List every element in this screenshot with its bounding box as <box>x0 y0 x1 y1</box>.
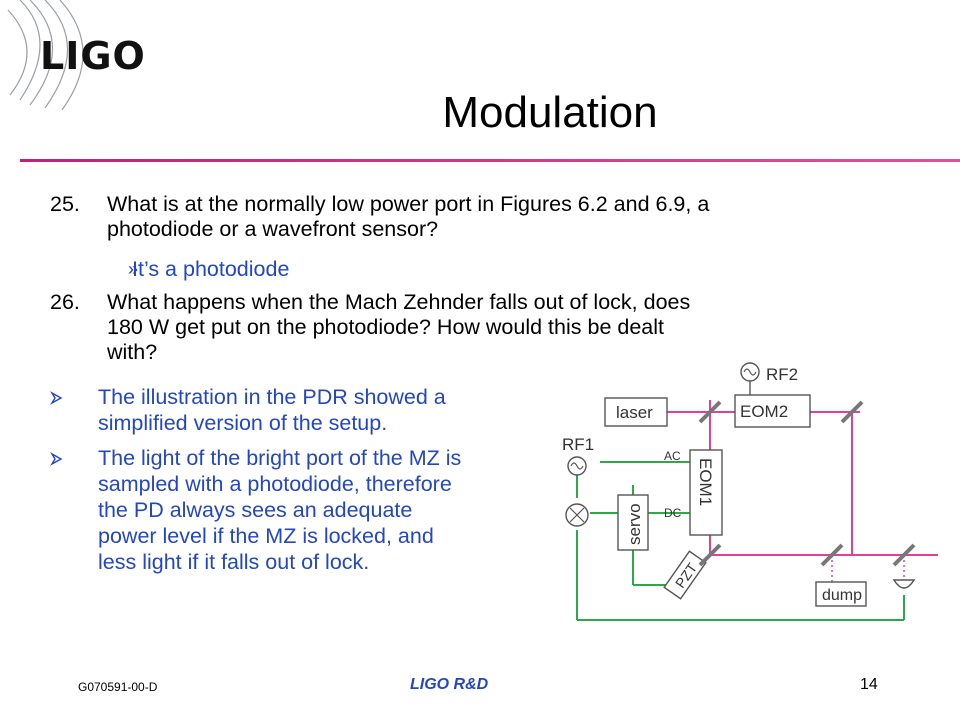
laser-label: laser <box>616 403 653 422</box>
laser-box <box>604 397 668 427</box>
document-id: G070591-00-D <box>78 680 158 694</box>
rf1-oscillator <box>567 456 587 476</box>
eom2-label: EOM2 <box>740 402 788 421</box>
photodiode-icon <box>892 579 916 589</box>
slide-title: Modulation <box>442 88 658 137</box>
page-number: 14 <box>860 676 878 693</box>
pzt-mirror <box>698 543 722 567</box>
arrow-bullet-icon <box>50 391 63 405</box>
ligo-logo: LIGO <box>0 0 170 111</box>
question-text-line: What is at the normally low power port i… <box>107 192 710 216</box>
pzt-actuator: PZT <box>663 550 707 600</box>
bullet-text-line: the PD always sees an adequate <box>98 498 413 522</box>
question-number: 25. <box>50 192 80 216</box>
question-25: 25. What is at the normally low power po… <box>50 192 910 244</box>
answer-text: It’s a photodiode <box>132 257 290 281</box>
mirror <box>840 400 864 424</box>
bullet-text-line: sampled with a photodiode, therefore <box>98 472 452 496</box>
bullet-item: The illustration in the PDR showed a sim… <box>50 384 550 440</box>
rf1-label: RF1 <box>562 435 594 454</box>
rf2-oscillator: RF2 <box>740 362 798 395</box>
servo-label: servo <box>625 503 644 545</box>
dc-label: DC <box>664 506 682 520</box>
dump-box <box>815 581 867 607</box>
eom1-label: EOM1 <box>696 458 715 506</box>
bullet-text-line: The light of the bright port of the MZ i… <box>98 446 462 470</box>
laser-beam-path <box>667 400 938 556</box>
bullet-item: The light of the bright port of the MZ i… <box>50 445 560 585</box>
bullet-text-line: The illustration in the PDR showed a <box>98 385 446 409</box>
beam-splitter <box>820 543 844 567</box>
bullet-text-line: less light if it falls out of lock. <box>98 550 370 574</box>
mach-zehnder-diagram: RF2 laser EOM2 RF1 EOM1 AC DC servo PZT … <box>562 362 938 621</box>
question-text-line: photodiode or a wavefront sensor? <box>107 217 439 241</box>
question-number: 26. <box>50 290 80 314</box>
eom1-box <box>689 449 723 536</box>
footer-center-label: LIGO R&D <box>410 676 489 693</box>
question-text-line: 180 W get put on the photodiode? How wou… <box>107 315 664 339</box>
logo-text: LIGO <box>40 34 146 78</box>
question-text-line: What happens when the Mach Zehnder falls… <box>107 290 691 314</box>
question-text-line: with? <box>107 340 158 364</box>
bullet-text-line: power level if the MZ is locked, and <box>98 524 434 548</box>
beam-splitter <box>698 400 722 424</box>
ac-label: AC <box>664 449 681 463</box>
title-divider <box>20 159 960 162</box>
answer-marker: » <box>128 259 139 279</box>
beam-splitter <box>892 543 916 567</box>
mixer-icon <box>565 503 589 527</box>
rf2-label: RF2 <box>766 365 798 384</box>
question-26: 26. What happens when the Mach Zehnder f… <box>50 290 910 370</box>
eom2-box <box>734 394 811 428</box>
logo-swirl-icon <box>7 0 84 111</box>
bullet-text-line: simplified version of the setup. <box>98 411 388 435</box>
arrow-bullet-icon <box>50 452 63 466</box>
servo-box <box>617 494 649 551</box>
dump-label: dump <box>822 587 862 604</box>
